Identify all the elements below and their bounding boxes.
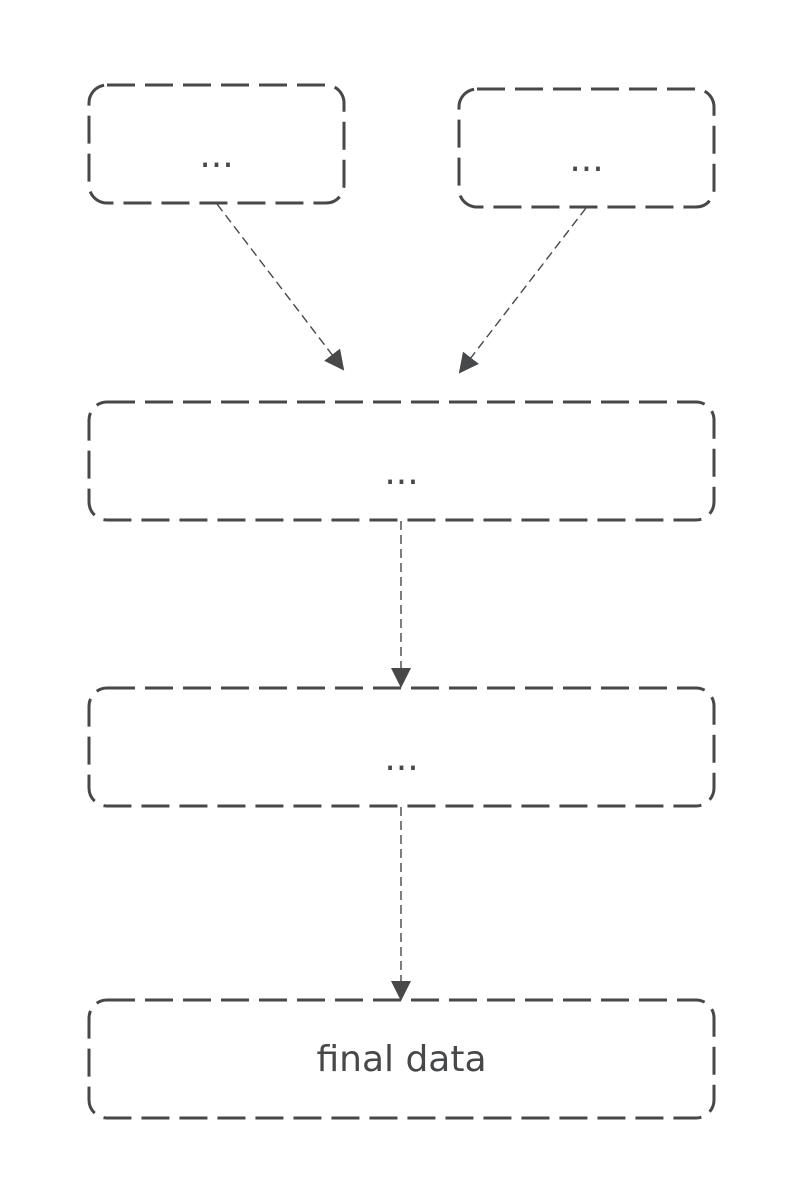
arrow-top-left-to-middle — [216, 203, 345, 371]
arrow-top-right-to-middle — [458, 207, 587, 374]
node-box-middle — [87, 400, 716, 522]
node-box-final — [87, 998, 716, 1120]
node-label-top-left: ... — [199, 134, 234, 176]
node-box-second — [87, 686, 716, 808]
node-box-top-right — [457, 87, 716, 209]
node-label-top-right: ... — [569, 138, 604, 180]
node-box-top-left — [87, 83, 346, 205]
node-label-second: ... — [384, 737, 419, 779]
node-label-middle: ... — [384, 451, 419, 493]
node-label-final: final data — [316, 1038, 487, 1080]
